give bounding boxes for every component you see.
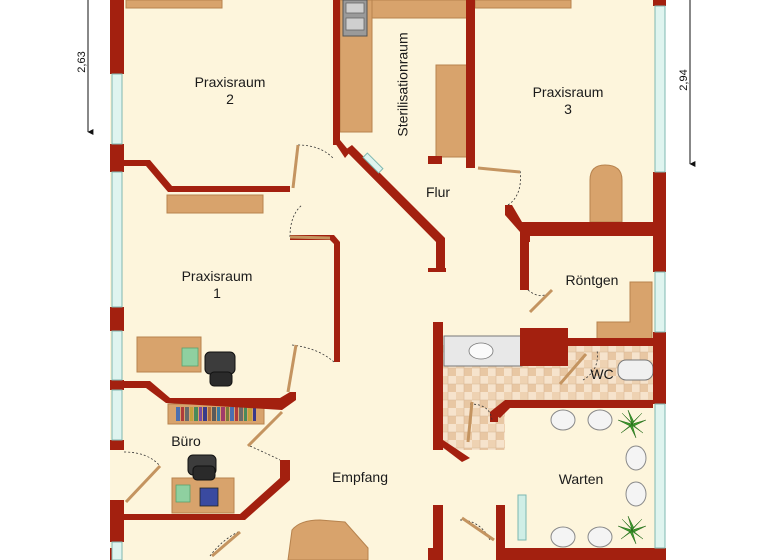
book-row-icon: [176, 407, 256, 421]
walls: [110, 0, 666, 560]
office-chair-icon: [187, 454, 217, 481]
room-name: Praxisraum: [181, 268, 253, 284]
room-label-praxisraum-1: Praxisraum 1: [173, 268, 261, 302]
room-label-sterilisationraum: Sterilisationraum: [394, 32, 411, 137]
reception-counter: [287, 519, 369, 560]
room-label-buero: Büro: [171, 433, 201, 449]
printer-icon: [199, 487, 219, 507]
dimension-label-right: 2,94: [678, 69, 690, 91]
room-number: 2: [226, 91, 234, 107]
plant-icon: [617, 515, 647, 545]
room-number: 1: [213, 285, 221, 301]
toilet-icon: [617, 359, 654, 381]
room-label-praxisraum-3: Praxisraum 3: [524, 84, 612, 118]
office-chair-icon: [204, 351, 236, 387]
room-label-empfang: Empfang: [331, 469, 389, 485]
plant-icon: [617, 409, 647, 439]
windows: [111, 5, 666, 560]
waiting-chairs: [550, 409, 647, 548]
room-name: Praxisraum: [194, 74, 266, 90]
room-number: 3: [564, 101, 572, 117]
room-label-wc: WC: [590, 366, 614, 382]
doors[interactable]: [124, 144, 588, 558]
dimension-label-left: 2,63: [76, 51, 88, 73]
room-label-roentgen: Röntgen: [565, 272, 619, 288]
room-label-praxisraum-2: Praxisraum 2: [186, 74, 274, 108]
treatment-chair-icon: [589, 164, 623, 223]
dimension-lines: [87, 0, 696, 167]
room-label-flur: Flur: [425, 184, 451, 200]
room-label-warten: Warten: [558, 471, 604, 487]
coat-rack: [517, 494, 527, 541]
room-name: Praxisraum: [532, 84, 604, 100]
